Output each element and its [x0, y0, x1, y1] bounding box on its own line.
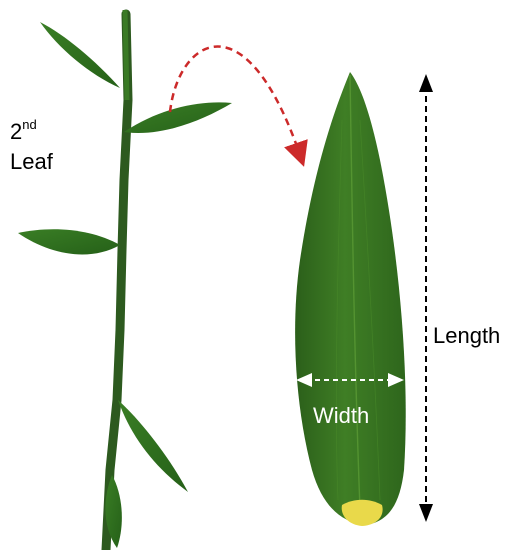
second-leaf-label: 2nd Leaf — [10, 110, 53, 177]
length-label: Length — [433, 323, 500, 349]
second-leaf-number: 2 — [10, 119, 22, 144]
plant-stem — [106, 10, 128, 550]
plant-leaf-middle — [18, 229, 120, 254]
detached-leaf — [295, 72, 406, 526]
plant-leaf-top — [40, 22, 120, 88]
second-leaf-suffix: nd — [22, 117, 36, 132]
plant-leaf-second — [124, 102, 232, 133]
width-label: Width — [313, 403, 369, 429]
plant-leaf-lower — [118, 400, 188, 492]
curved-arrow — [170, 46, 300, 155]
second-leaf-word: Leaf — [10, 149, 53, 174]
length-arrow — [419, 74, 433, 522]
